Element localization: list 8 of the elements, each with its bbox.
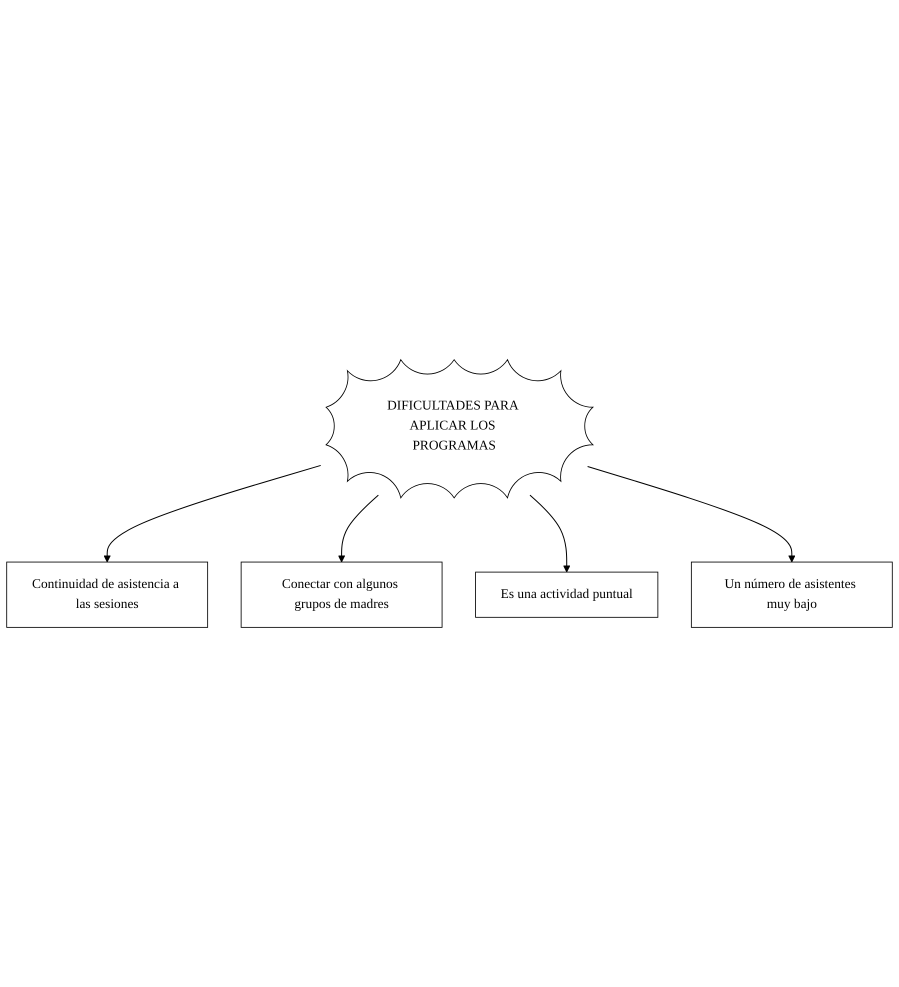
arrow [587,466,796,562]
node-box: Es una actividad puntual [475,572,658,618]
arrow [104,464,321,562]
node-box: Continuidad de asistencia a las sesiones [6,562,208,628]
arrow [530,494,570,572]
node-box: Conectar con algunos grupos de madres [240,562,442,628]
node-box: Un número de asistentes muy bajo [690,562,893,628]
arrow [338,494,379,562]
